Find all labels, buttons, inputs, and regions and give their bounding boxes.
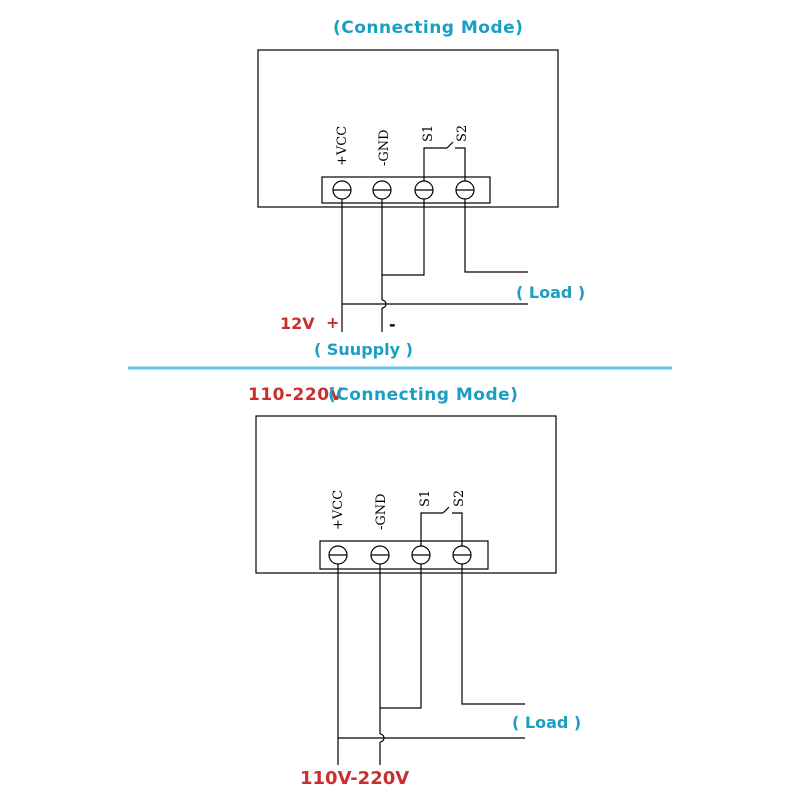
- bottom-wire-s2-load: [461, 564, 525, 705]
- bottom-terminal-block: [319, 540, 489, 570]
- top-label-gnd: -GND: [377, 129, 392, 166]
- bottom-screw-vcc: [328, 545, 348, 565]
- top-supply-voltage: 12V: [280, 314, 315, 333]
- bottom-label-s2: S2: [452, 490, 467, 507]
- bottom-title-mode: (Connecting Mode): [328, 385, 519, 405]
- bottom-wire-s1: [380, 564, 422, 709]
- bottom-label-vcc: +VCC: [331, 490, 346, 530]
- bottom-screw-s1: [411, 545, 431, 565]
- bottom-supply-voltage: 110V-220V: [300, 768, 410, 789]
- bottom-load-label: ( Load ): [512, 713, 582, 732]
- top-diagram: [257, 49, 559, 332]
- bottom-switch-s2: [452, 512, 463, 546]
- top-wire-s2-load: [464, 199, 528, 273]
- top-minus-sign: -: [389, 315, 396, 334]
- bottom-switch-blade: [442, 506, 450, 514]
- top-label-s2: S2: [455, 125, 470, 142]
- bottom-switch-s1: [420, 512, 443, 546]
- top-title: (Connecting Mode): [333, 18, 524, 38]
- bottom-title-voltage: 110-220V: [248, 385, 344, 405]
- bottom-screw-s2: [452, 545, 472, 565]
- top-terminal-block: [321, 176, 491, 204]
- top-switch-s2: [455, 147, 466, 181]
- top-controller-box: [257, 49, 559, 208]
- top-screw-s2: [455, 180, 475, 200]
- top-wire-s1: [382, 199, 425, 276]
- top-supply-label: ( Suupply ): [314, 340, 413, 359]
- top-screw-s1: [414, 180, 434, 200]
- bottom-screw-gnd: [370, 545, 390, 565]
- bottom-controller-box: [255, 415, 557, 574]
- bottom-diagram: [255, 415, 557, 765]
- bottom-label-gnd: -GND: [374, 493, 389, 530]
- top-switch-blade: [446, 141, 454, 149]
- top-load-label: ( Load ): [516, 283, 586, 302]
- top-plus-sign: +: [326, 313, 340, 332]
- top-label-vcc: +VCC: [335, 126, 350, 166]
- top-screw-vcc: [332, 180, 352, 200]
- bottom-terminal-labels: +VCC -GND S1 S2: [331, 490, 467, 530]
- top-terminal-labels: +VCC -GND S1 S2: [335, 125, 470, 166]
- top-screw-gnd: [372, 180, 392, 200]
- top-switch-s1: [423, 147, 447, 181]
- top-label-s1: S1: [421, 125, 436, 142]
- bottom-label-s1: S1: [418, 490, 433, 507]
